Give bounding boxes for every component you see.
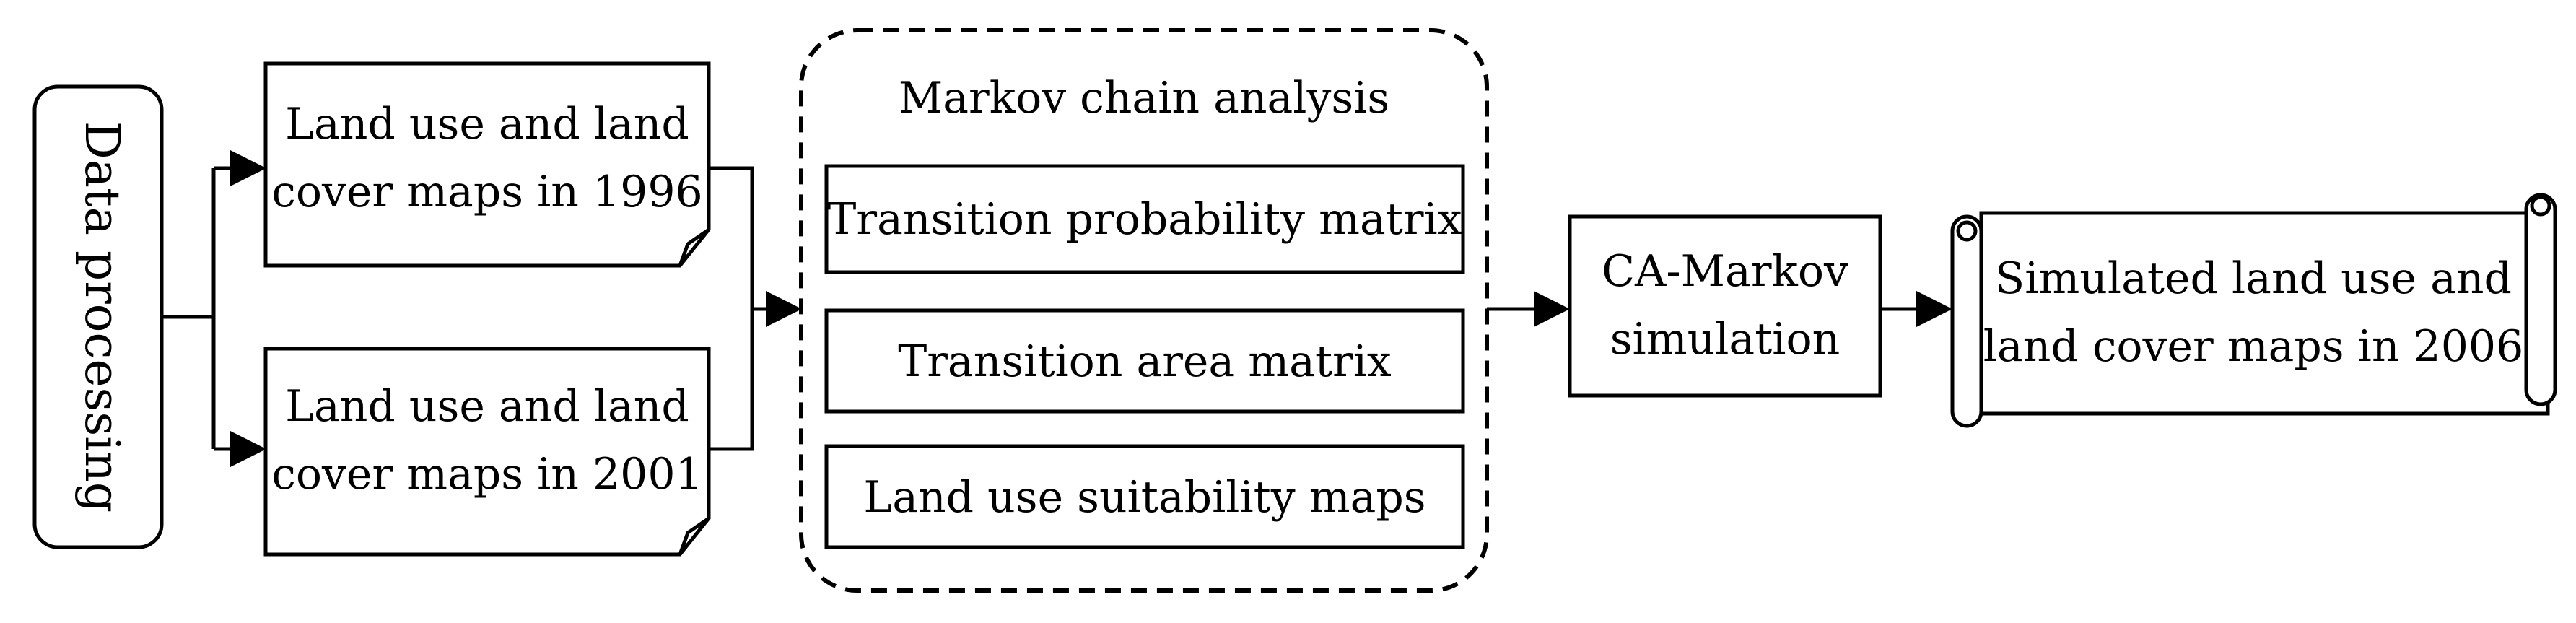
suitability-maps-box: Land use suitability maps [824, 444, 1465, 549]
maps-1996-line2: cover maps in 1996 [271, 167, 702, 217]
markov-chain-group: Markov chain analysis Transition probabi… [799, 28, 1489, 593]
transition-area-label: Transition area matrix [898, 336, 1392, 387]
transition-probability-box: Transition probability matrix [824, 164, 1465, 274]
simulated-maps-scroll [1950, 193, 2557, 428]
transition-probability-label: Transition probability matrix [827, 194, 1462, 245]
simulated-line1: Simulated land use and [1995, 253, 2512, 304]
ca-markov-line2: simulation [1610, 314, 1841, 365]
ca-markov-box: CA-Markov simulation [1568, 214, 1882, 398]
data-processing-label: Data processing [74, 121, 130, 513]
markov-title: Markov chain analysis [899, 73, 1389, 123]
maps-1996-line1: Land use and land [285, 99, 689, 149]
ca-markov-line1: CA-Markov [1602, 246, 1848, 297]
maps-2001-line1: Land use and land [285, 381, 689, 432]
suitability-maps-label: Land use suitability maps [863, 472, 1425, 523]
maps-1996-document: Land use and land cover maps in 1996 [263, 61, 711, 268]
merge-connector [709, 166, 802, 451]
maps-2001-line2: cover maps in 2001 [271, 449, 702, 500]
maps-2001-document: Land use and land cover maps in 2001 [263, 347, 711, 557]
simulated-line2: land cover maps in 2006 [1983, 321, 2524, 372]
data-processing-node: Data processing [32, 84, 164, 549]
split-connector [162, 150, 266, 467]
transition-area-box: Transition area matrix [824, 308, 1465, 414]
